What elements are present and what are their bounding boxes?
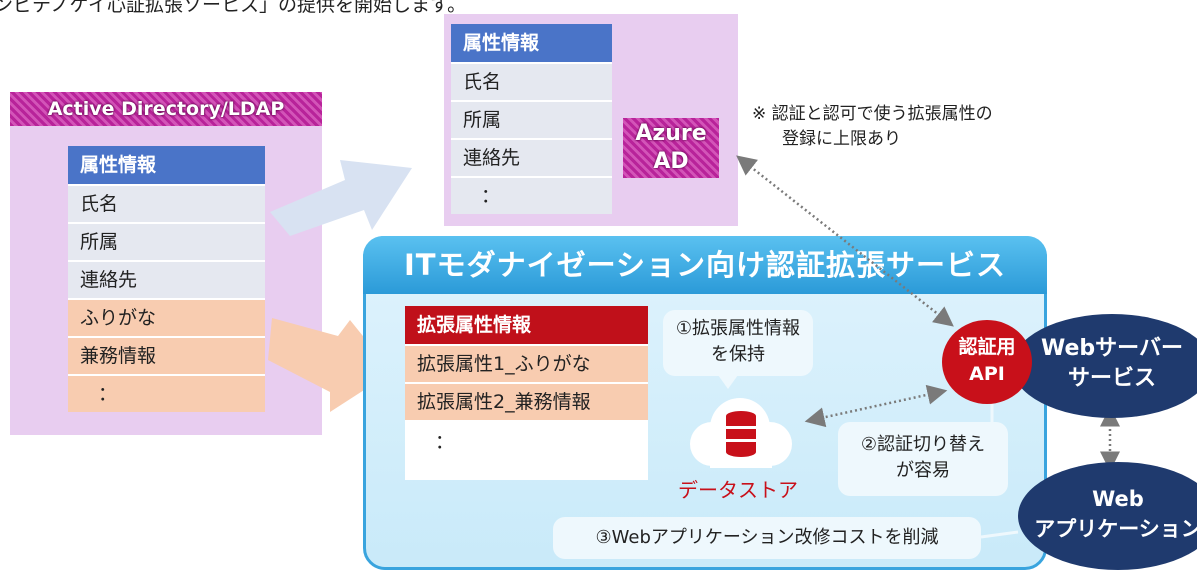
feature-bubble-3: ③Webアプリケーション改修コストを削減 [553, 517, 981, 559]
table-header: 属性情報 [68, 146, 265, 184]
auth-api-line1: 認証用 [958, 336, 1016, 358]
table-row: 連絡先 [451, 138, 612, 176]
table-header: 拡張属性情報 [405, 306, 648, 344]
web-app-line2: アプリケーション [1034, 517, 1197, 541]
arrow-to-azure [270, 160, 412, 236]
table-row: 氏名 [451, 62, 612, 100]
limit-note-line1: ※ 認証と認可で使う拡張属性の [752, 104, 993, 124]
limit-note: ※ 認証と認可で使う拡張属性の 登録に上限あり [752, 102, 993, 152]
table-row: 兼務情報 [68, 336, 265, 374]
feature-bubble-2-line2: が容易 [896, 460, 950, 481]
ad-ldap-attribute-table: 属性情報 氏名 所属 連絡先 ふりがな 兼務情報 ： [68, 146, 265, 412]
azure-ad-badge: Azure AD [623, 118, 719, 178]
web-server-line2: サービス [1067, 366, 1156, 391]
azure-ad-badge-line2: AD [653, 149, 689, 174]
table-header: 属性情報 [451, 24, 612, 62]
table-row: ： [451, 176, 612, 214]
azure-ad-badge-line1: Azure [635, 121, 707, 146]
arrow-to-service [268, 318, 392, 412]
web-app-line1: Web [1092, 487, 1144, 511]
bubble-1-tail [718, 375, 738, 389]
limit-note-line2: 登録に上限あり [782, 129, 901, 149]
feature-bubble-1-line2: を保持 [711, 344, 765, 365]
table-row: 拡張属性2_兼務情報 [405, 382, 648, 420]
table-row: ： [405, 420, 648, 480]
table-row: ： [68, 374, 265, 412]
top-caption: ンピテノケイ心証拡張ソーヒス」の提供を開始します。 [0, 0, 467, 16]
table-row: 拡張属性1_ふりがな [405, 344, 648, 382]
table-row: 所属 [68, 222, 265, 260]
table-row: 所属 [451, 100, 612, 138]
extended-attribute-table: 拡張属性情報 拡張属性1_ふりがな 拡張属性2_兼務情報 ： [405, 306, 648, 480]
web-server-service: Webサーバー サービス [1012, 314, 1197, 418]
connector-api-azure [736, 155, 954, 327]
feature-bubble-2-line1: ②認証切り替え [860, 434, 986, 455]
table-row: 連絡先 [68, 260, 265, 298]
connector-bubble3-app [980, 530, 1019, 539]
auth-api-line2: API [969, 363, 1005, 385]
feature-bubble-2: ②認証切り替え が容易 [838, 422, 1008, 496]
azure-attribute-table: 属性情報 氏名 所属 連絡先 ： [451, 24, 612, 214]
web-server-line1: Webサーバー [1041, 336, 1183, 361]
cloud-database-icon [690, 398, 792, 468]
table-row: ふりがな [68, 298, 265, 336]
ad-ldap-title: Active Directory/LDAP [10, 92, 322, 126]
auth-api: 認証用 API [942, 320, 1032, 404]
table-row: 氏名 [68, 184, 265, 222]
web-application: Web アプリケーション [1018, 462, 1197, 570]
connector-api-datastore [804, 384, 948, 428]
datastore-label: データストア [678, 478, 798, 502]
